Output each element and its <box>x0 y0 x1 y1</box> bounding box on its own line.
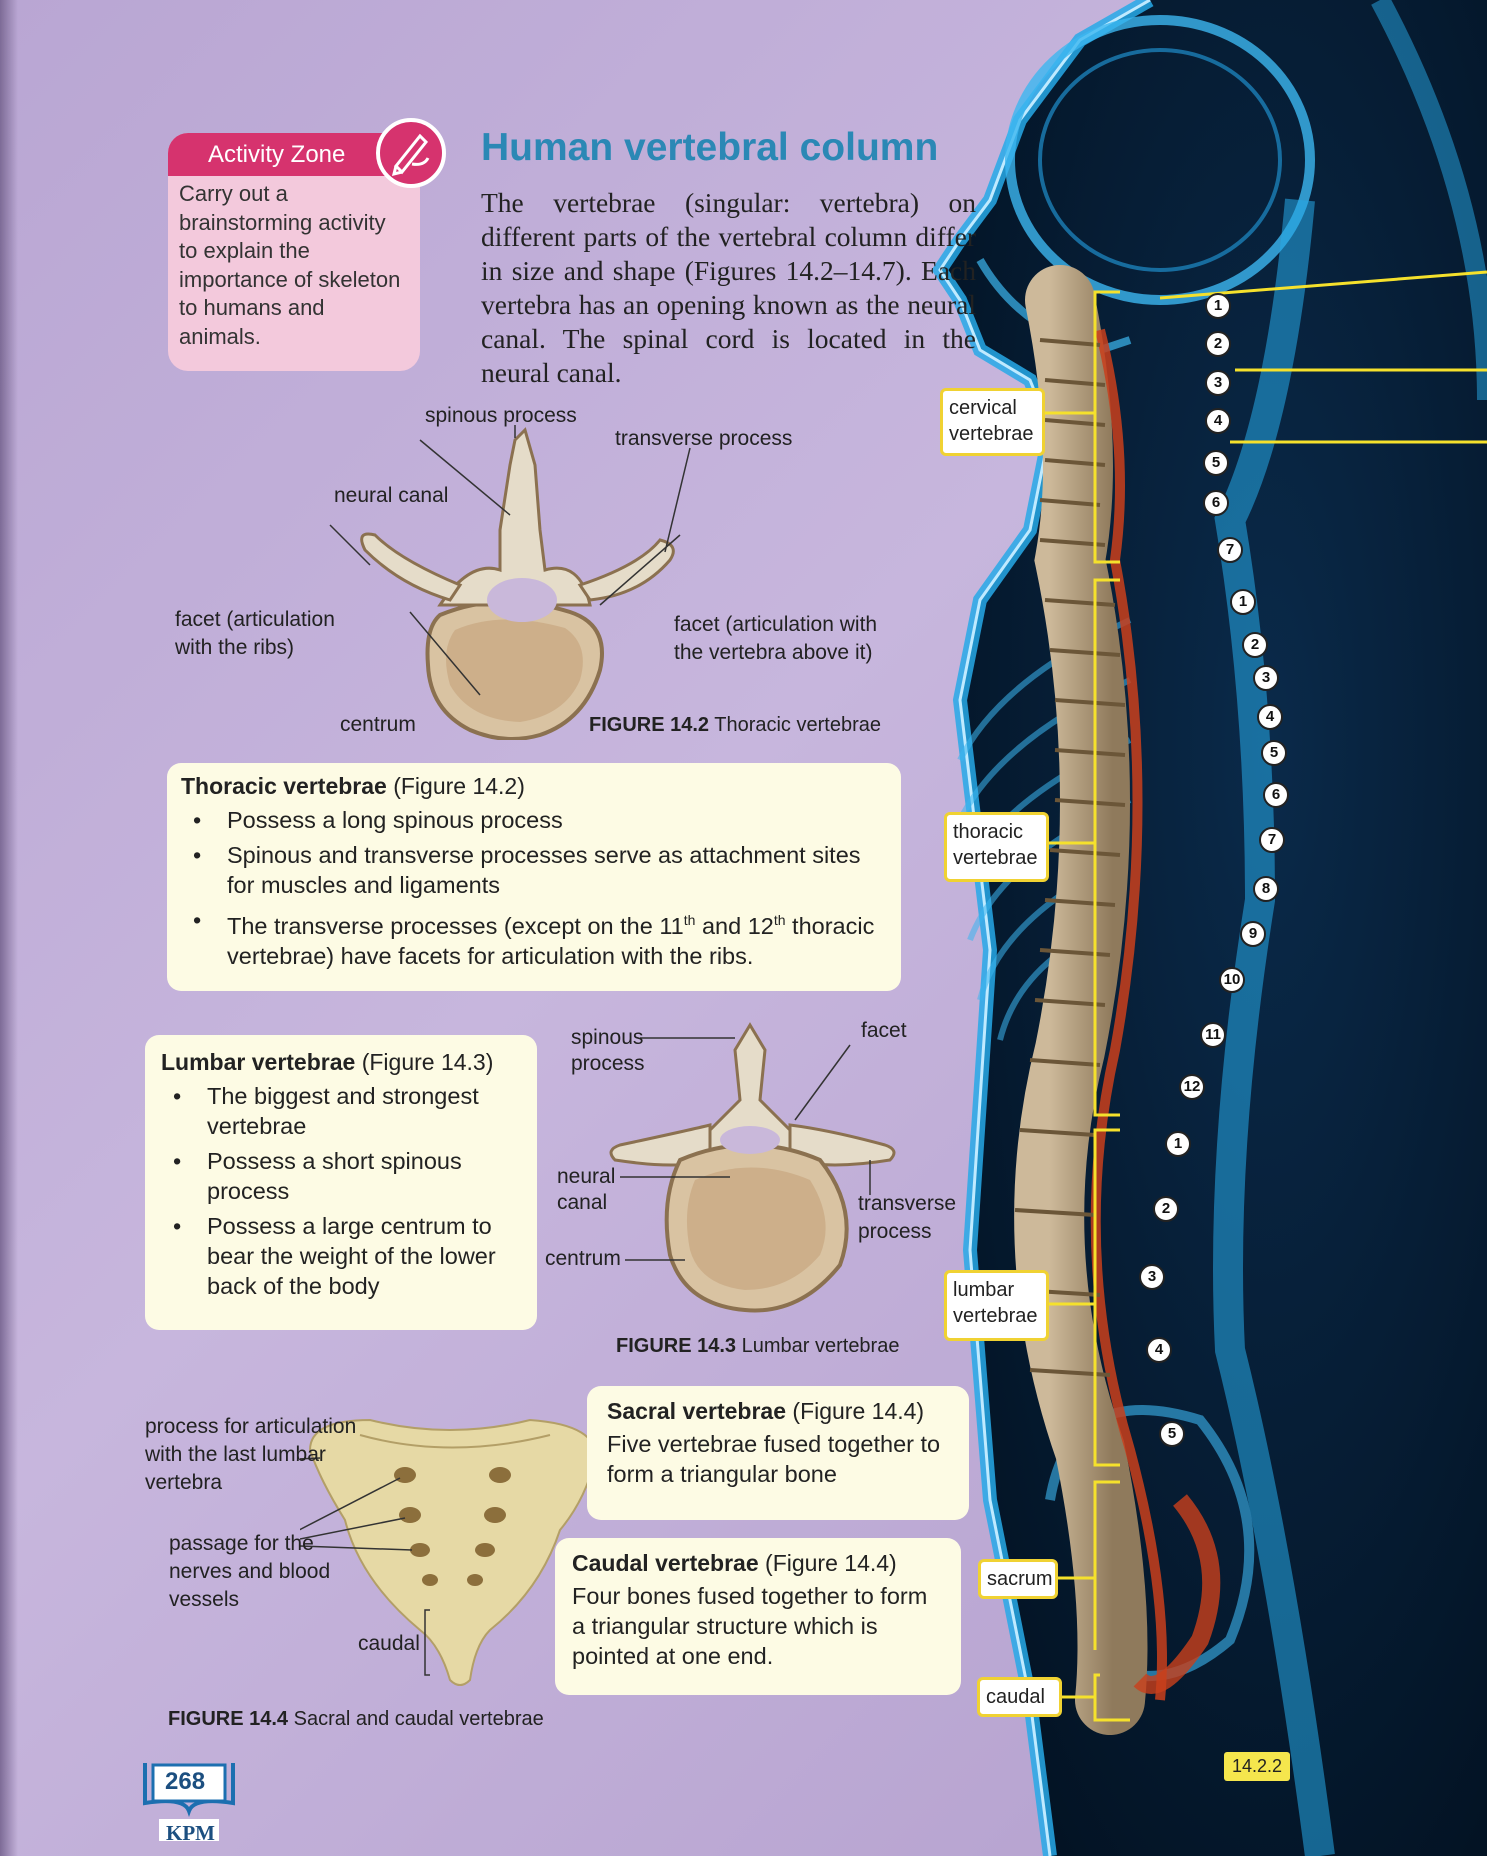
list-item: Possess a short spinous process <box>161 1146 521 1206</box>
vertebra-number-thoracic-7: 7 <box>1259 827 1285 853</box>
vertebra-number-thoracic-12: 12 <box>1179 1074 1205 1100</box>
figure-14-2-caption: FIGURE 14.2 Thoracic vertebrae <box>589 714 881 736</box>
vertebra-number-thoracic-6: 6 <box>1263 782 1289 808</box>
figure-14-4-caption: FIGURE 14.4 Sacral and caudal vertebrae <box>168 1708 544 1730</box>
publisher-logo-text: KPM <box>166 1821 215 1845</box>
page-number-badge: 268 KPM <box>139 1755 239 1845</box>
label-process-articulation-2: with the last lumbar <box>145 1443 326 1466</box>
page-title: Human vertebral column <box>481 126 939 169</box>
label-facet: facet <box>861 1019 907 1042</box>
activity-zone-box: Activity Zone <box>168 133 420 371</box>
label-transverse-process-2: process <box>858 1220 932 1243</box>
caudal-card-title: Caudal vertebrae (Figure 14.4) <box>572 1550 897 1576</box>
list-item: Possess a long spinous process <box>181 805 887 835</box>
label-process-articulation-1: process for articulation <box>145 1415 357 1438</box>
label-facet-ribs-line1: facet (articulation <box>175 608 335 631</box>
lumbar-vertebra-figure <box>609 1022 896 1313</box>
vertebra-number-thoracic-9: 9 <box>1240 921 1266 947</box>
thoracic-vertebrae-card: Thoracic vertebrae (Figure 14.2) Possess… <box>167 763 901 991</box>
vertebra-number-lumbar-4: 4 <box>1146 1337 1172 1363</box>
sacrum-figure <box>300 1418 597 1686</box>
label-facet-above-line1: facet (articulation with <box>674 613 878 636</box>
page-edge-shadow <box>0 0 18 1856</box>
label-neural: neural <box>557 1165 616 1188</box>
vertebra-number-lumbar-2: 2 <box>1153 1196 1179 1222</box>
label-spinous-process-2: process <box>571 1052 645 1075</box>
vertebra-number-cervical-3: 3 <box>1205 370 1231 396</box>
vertebra-number-lumbar-1: 1 <box>1165 1131 1191 1157</box>
thoracic-card-title: Thoracic vertebrae (Figure 14.2) <box>181 773 525 799</box>
vertebra-number-cervical-1: 1 <box>1205 293 1231 319</box>
lumbar-card-title: Lumbar vertebrae (Figure 14.3) <box>161 1049 494 1075</box>
label-process-articulation-3: vertebra <box>145 1471 223 1494</box>
caudal-vertebrae-card: Caudal vertebrae (Figure 14.4) Four bone… <box>555 1538 961 1695</box>
vertebra-number-thoracic-2: 2 <box>1242 632 1268 658</box>
intro-paragraph: The vertebrae (singular: vertebra) on di… <box>481 187 976 388</box>
vertebra-number-cervical-7: 7 <box>1217 537 1243 563</box>
vertebra-number-cervical-4: 4 <box>1205 408 1231 434</box>
label-spinous-process: spinous process <box>425 404 577 427</box>
label-canal: canal <box>557 1191 608 1214</box>
list-item: Spinous and transverse processes serve a… <box>181 840 887 900</box>
label-spinous: spinous <box>571 1026 644 1049</box>
label-transverse: transverse <box>858 1192 957 1215</box>
xray-body-illustration <box>931 0 1487 1856</box>
vertebra-number-thoracic-1: 1 <box>1230 589 1256 615</box>
vertebra-number-thoracic-3: 3 <box>1253 665 1279 691</box>
vertebra-number-cervical-5: 5 <box>1203 450 1229 476</box>
label-centrum-2: centrum <box>545 1247 621 1270</box>
list-item: The biggest and strongest vertebrae <box>161 1081 521 1141</box>
list-item: The transverse processes (except on the … <box>181 905 887 971</box>
label-passage-3: vessels <box>169 1588 240 1611</box>
section-number-badge: 14.2.2 <box>1224 1752 1291 1781</box>
activity-zone-text: Carry out a brainstorming activity to ex… <box>179 181 401 349</box>
label-transverse-process: transverse process <box>615 427 793 450</box>
vertebra-number-thoracic-11: 11 <box>1200 1022 1226 1048</box>
label-facet-ribs-line2: with the ribs) <box>175 636 295 659</box>
vertebra-number-cervical-2: 2 <box>1205 331 1231 357</box>
label-caudal: caudal <box>358 1632 420 1655</box>
label-neural-canal: neural canal <box>334 484 449 507</box>
vertebra-number-thoracic-4: 4 <box>1257 704 1283 730</box>
tag-sacrum: sacrum <box>978 1559 1058 1599</box>
vertebra-number-thoracic-8: 8 <box>1253 876 1279 902</box>
sacral-card-title: Sacral vertebrae (Figure 14.4) <box>607 1398 925 1424</box>
page-number: 268 <box>165 1768 206 1795</box>
activity-zone-heading: Activity Zone <box>168 133 398 176</box>
pencil-hand-icon <box>376 118 446 188</box>
label-passage-2: nerves and blood <box>169 1560 331 1583</box>
label-passage-1: passage for the <box>169 1532 314 1555</box>
vertebra-number-thoracic-10: 10 <box>1219 967 1245 993</box>
caudal-card-text: Four bones fused together to form a tria… <box>572 1583 928 1669</box>
lumbar-vertebrae-card: Lumbar vertebrae (Figure 14.3) The bigge… <box>145 1035 537 1330</box>
label-centrum: centrum <box>340 713 416 736</box>
thoracic-vertebra-figure <box>329 425 691 740</box>
vertebra-number-cervical-6: 6 <box>1203 490 1229 516</box>
label-facet-above-line2: the vertebra above it) <box>674 641 873 664</box>
sacral-card-text: Five vertebrae fused together to form a … <box>607 1431 941 1487</box>
sacral-vertebrae-card: Sacral vertebrae (Figure 14.4) Five vert… <box>587 1386 969 1520</box>
vertebra-number-lumbar-3: 3 <box>1139 1264 1165 1290</box>
vertebra-number-lumbar-5: 5 <box>1159 1421 1185 1447</box>
figure-14-3-caption: FIGURE 14.3 Lumbar vertebrae <box>616 1335 900 1357</box>
list-item: Possess a large centrum to bear the weig… <box>161 1211 521 1301</box>
tag-caudal: caudal <box>977 1677 1062 1717</box>
vertebra-number-thoracic-5: 5 <box>1261 740 1287 766</box>
